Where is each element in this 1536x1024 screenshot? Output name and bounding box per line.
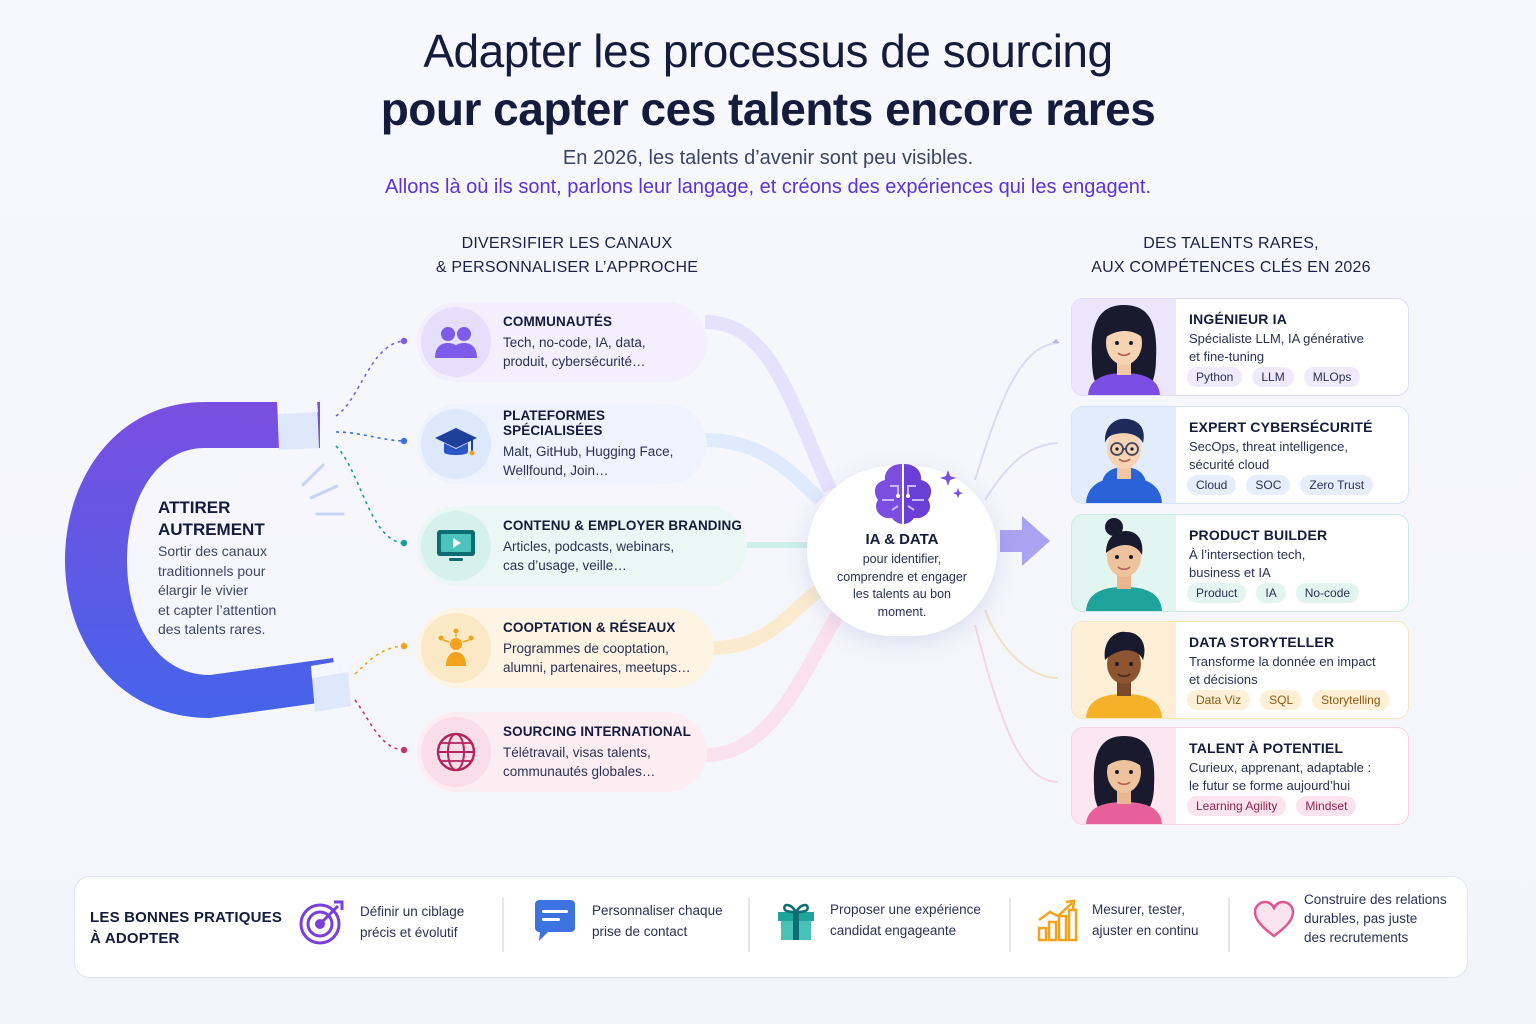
- practice-item-personnaliser: Personnaliser chaque prise de contact: [532, 898, 723, 944]
- skill-tag: SQL: [1260, 690, 1303, 710]
- avatar: [1072, 515, 1176, 611]
- talent-description: Spécialiste LLM, IA générative et fine-t…: [1189, 331, 1364, 364]
- page-title-line2: pour capter ces talents encore rares: [380, 83, 1156, 135]
- practice-item-mesurer: Mesurer, tester, ajuster en continu: [1036, 898, 1199, 942]
- avatar: [1072, 728, 1176, 824]
- subtitle-line1: En 2026, les talents d’avenir sont peu v…: [562, 147, 974, 169]
- hub-title: IA & DATA: [865, 531, 939, 548]
- talent-card-talent-a-potentiel: TALENT À POTENTIEL Curieux, apprenant, a…: [1071, 727, 1409, 825]
- talent-card-product-builder: PRODUCT BUILDER À l’intersection tech, b…: [1071, 514, 1409, 612]
- growth-chart-icon: [1037, 899, 1078, 942]
- gift-icon: [778, 903, 814, 940]
- talent-description: À l’intersection tech, business et IA: [1189, 547, 1306, 580]
- divider: [748, 898, 750, 952]
- channel-title: PLATEFORMES SPÉCIALISÉES: [503, 408, 606, 438]
- channel-title: COOPTATION & RÉSEAUX: [503, 619, 676, 635]
- magnet-icon: [65, 400, 351, 718]
- skill-tag: Python: [1187, 367, 1243, 387]
- skill-tag: SOC: [1246, 475, 1291, 495]
- subtitle-line2: Allons là où ils sont, parlons leur lang…: [384, 176, 1152, 198]
- talent-title: EXPERT CYBERSÉCURITÉ: [1189, 419, 1373, 435]
- channel-title: CONTENU & EMPLOYER BRANDING: [503, 517, 742, 533]
- practice-item-relations: Construire des relations durables, pas j…: [1252, 890, 1447, 947]
- avatar: [1072, 622, 1176, 718]
- talent-card-expert-cybersecurite: EXPERT CYBERSÉCURITÉ SecOps, threat inte…: [1071, 406, 1409, 504]
- target-icon: [299, 900, 344, 945]
- avatar: [1072, 407, 1176, 503]
- channels-heading: DIVERSIFIER LES CANAUX & PERSONNALISER L…: [435, 235, 699, 276]
- magnet-text: Sortir des canaux traditionnels pour éla…: [158, 543, 277, 637]
- brain-icon: [874, 464, 963, 524]
- talent-title: INGÉNIEUR IA: [1189, 311, 1288, 327]
- page-title-line1: Adapter les processus de sourcing: [423, 25, 1113, 77]
- hub-description: pour identifier, comprendre et engager l…: [837, 552, 967, 619]
- skill-tag: Learning Agility: [1187, 796, 1287, 816]
- skill-tag: No-code: [1295, 583, 1360, 603]
- best-practices-bar: [74, 876, 1468, 978]
- best-practices-title: LES BONNES PRATIQUES À ADOPTER: [90, 909, 283, 947]
- skill-tag: MLOps: [1303, 367, 1361, 387]
- channel-title: SOURCING INTERNATIONAL: [503, 723, 691, 739]
- channel-international: SOURCING INTERNATIONAL Télétravail, visa…: [417, 712, 707, 792]
- avatar: [1072, 299, 1176, 395]
- skill-tag: LLM: [1252, 367, 1294, 387]
- divider: [1228, 898, 1230, 952]
- channel-cooptation: COOPTATION & RÉSEAUX Programmes de coopt…: [417, 608, 714, 688]
- divider: [502, 898, 504, 952]
- skill-tag: Mindset: [1296, 796, 1357, 816]
- talents-heading: DES TALENTS RARES, AUX COMPÉTENCES CLÉS …: [1091, 235, 1371, 276]
- practice-item-ciblage: Définir un ciblage précis et évolutif: [298, 898, 464, 946]
- graduation-cap-icon: [421, 409, 491, 479]
- network-people-icon: [421, 613, 491, 683]
- talent-title: TALENT À POTENTIEL: [1189, 740, 1344, 756]
- channel-contenu: CONTENU & EMPLOYER BRANDING Articles, po…: [417, 506, 747, 586]
- practice-item-experience: Proposer une expérience candidat engagea…: [776, 898, 981, 942]
- chat-bubble-icon: [535, 900, 575, 941]
- channel-plateformes: PLATEFORMES SPÉCIALISÉES Malt, GitHub, H…: [417, 404, 707, 484]
- talent-title: PRODUCT BUILDER: [1189, 527, 1328, 543]
- talent-card-data-storyteller: DATA STORYTELLER Transforme la donnée en…: [1071, 621, 1409, 719]
- skill-tag: Product: [1187, 583, 1247, 603]
- channel-title: COMMUNAUTÉS: [503, 313, 613, 329]
- skill-tag: Cloud: [1187, 475, 1237, 495]
- divider: [1009, 898, 1011, 952]
- video-screen-icon: [421, 511, 491, 581]
- magnet-title: ATTIRER AUTREMENT: [158, 498, 265, 539]
- skill-tag: IA: [1256, 583, 1286, 603]
- people-icon: [421, 307, 491, 377]
- talent-description: SecOps, threat intelligence, sécurité cl…: [1189, 439, 1348, 472]
- globe-icon: [421, 717, 491, 787]
- heart-icon: [1253, 900, 1295, 938]
- skill-tag: Zero Trust: [1300, 475, 1374, 495]
- talent-title: DATA STORYTELLER: [1189, 634, 1335, 650]
- talent-description: Curieux, apprenant, adaptable : le futur…: [1189, 760, 1372, 793]
- skill-tag: Storytelling: [1312, 690, 1390, 710]
- talent-card-ingenieur-ia: INGÉNIEUR IA Spécialiste LLM, IA générat…: [1071, 298, 1409, 396]
- talent-description: Transforme la donnée en impact et décisi…: [1189, 654, 1376, 687]
- skill-tag: Data Viz: [1187, 690, 1251, 710]
- channel-communautes: COMMUNAUTÉS Tech, no-code, IA, data, pro…: [417, 302, 707, 382]
